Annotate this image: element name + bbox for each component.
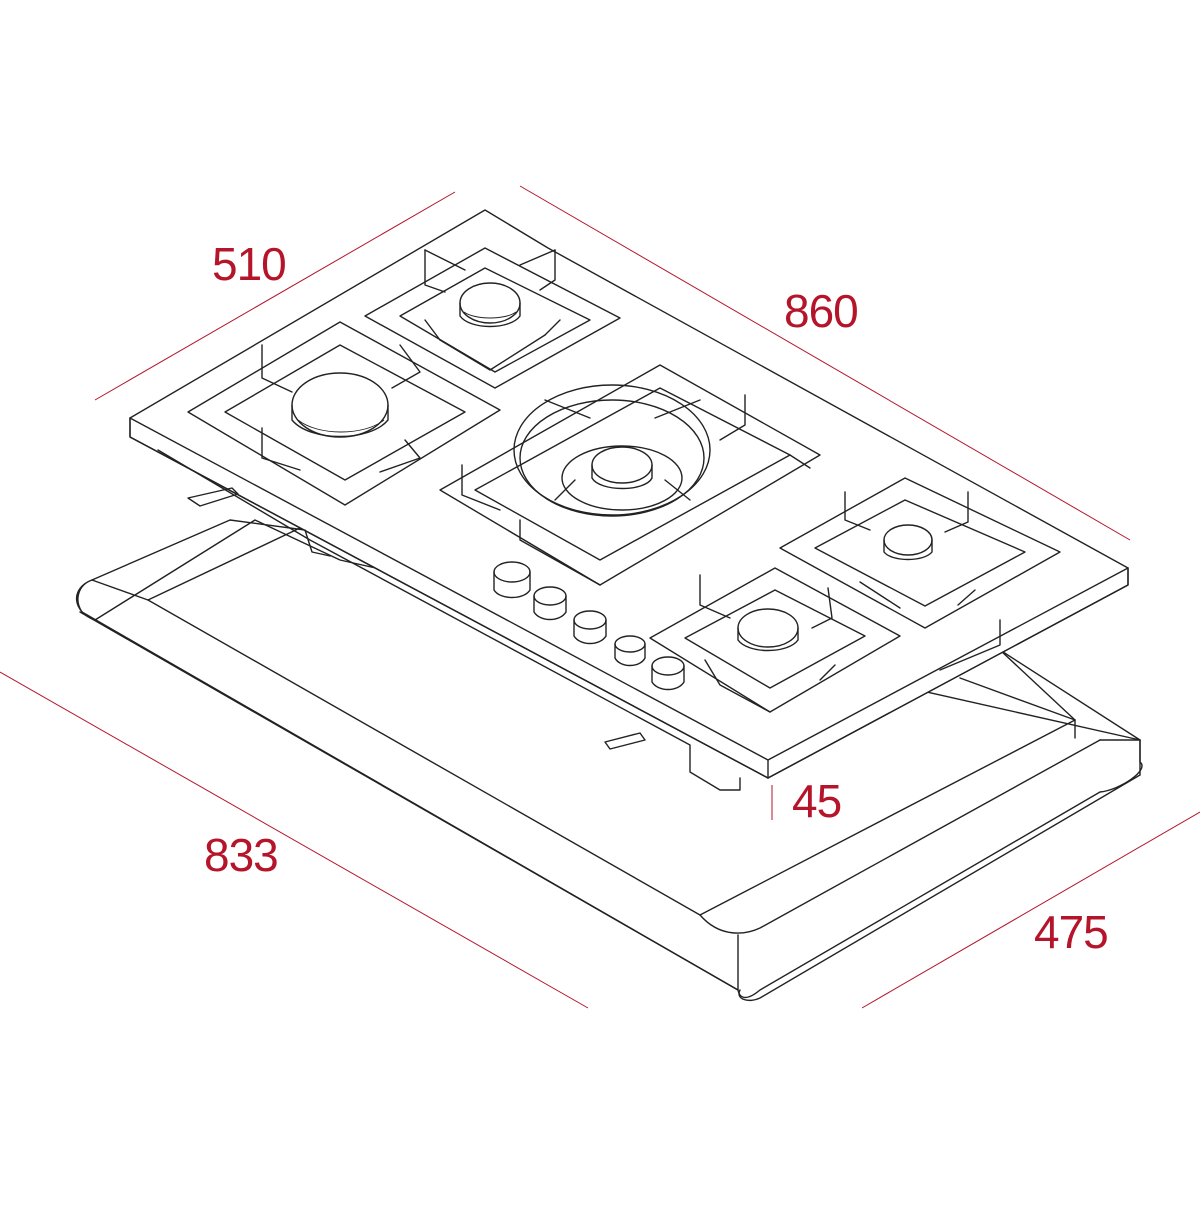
wok-ring [513, 384, 711, 517]
burner-rear-right [883, 524, 933, 561]
dimension-line-510 [94, 191, 456, 401]
pan-support-front-left [187, 321, 501, 506]
pan-support-rear-left [364, 247, 621, 389]
knob-3[interactable] [573, 610, 607, 645]
knob-5[interactable] [651, 656, 685, 691]
hob-body [129, 209, 1129, 791]
pan-support-center [439, 364, 821, 586]
burner-front-left [291, 372, 389, 438]
dimension-label-475: 475 [1034, 906, 1109, 958]
countertop-frame [75, 519, 1143, 1002]
dimension-line-833 [0, 671, 589, 1009]
dimension-line-860 [519, 185, 1131, 541]
dimension-label-45: 45 [792, 775, 842, 827]
knob-1[interactable] [493, 561, 531, 599]
control-knobs [493, 561, 685, 691]
knob-2[interactable] [533, 586, 567, 621]
dimension-lines [0, 185, 1200, 1009]
knob-4[interactable] [614, 635, 646, 667]
dimension-line-475 [861, 811, 1200, 1009]
dimension-label-860: 860 [784, 285, 859, 337]
dimension-label-510: 510 [212, 238, 287, 290]
pan-support-rear-right [779, 477, 1061, 629]
pan-support-front-right [649, 567, 901, 713]
burner-front-right [737, 608, 799, 652]
burner-rear-left [459, 282, 521, 328]
burner-center-wok [561, 445, 683, 511]
dimension-label-833: 833 [204, 829, 279, 881]
